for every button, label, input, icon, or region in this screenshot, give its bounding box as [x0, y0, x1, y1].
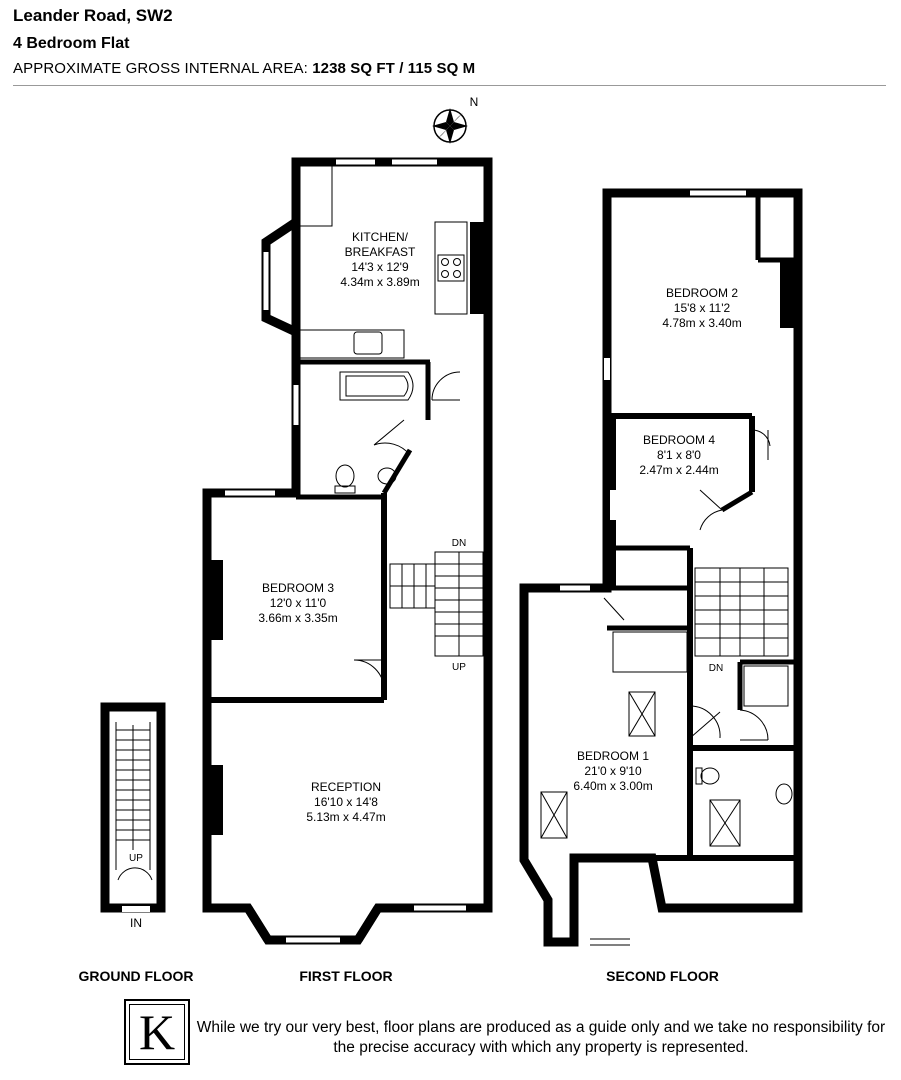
bedroom3-name: BEDROOM 3 [262, 581, 334, 595]
second-floor-plan [519, 188, 803, 947]
ground-entrance-label: IN [130, 916, 142, 930]
header-divider [13, 85, 886, 86]
bedroom1-name: BEDROOM 1 [577, 749, 649, 763]
disclaimer-text: While we try our very best, floor plans … [196, 1019, 886, 1056]
bedroom3-metric: 3.66m x 3.35m [258, 611, 337, 625]
second-stairs-down-label: DN [709, 663, 723, 674]
agency-logo: K [124, 999, 190, 1065]
bedroom2-name: BEDROOM 2 [666, 286, 738, 300]
bedroom1-imperial: 21'0 x 9'10 [584, 764, 642, 778]
kitchen-name-line1: KITCHEN/ [352, 230, 409, 244]
gross-area-label: APPROXIMATE GROSS INTERNAL AREA: [13, 60, 308, 77]
kitchen-name-line2: BREAKFAST [345, 245, 416, 259]
gross-area: APPROXIMATE GROSS INTERNAL AREA: 1238 SQ… [13, 60, 475, 77]
bedroom4-name: BEDROOM 4 [643, 433, 715, 447]
ground-floor-label: GROUND FLOOR [78, 968, 194, 984]
ground-floor-plan [100, 702, 166, 913]
bedroom2-imperial: 15'8 x 11'2 [674, 301, 731, 315]
reception-name: RECEPTION [311, 780, 381, 794]
logo-letter: K [129, 1004, 185, 1060]
kitchen-imperial: 14'3 x 12'9 [351, 260, 409, 274]
compass-icon [432, 108, 468, 144]
bedroom2-metric: 4.78m x 3.40m [662, 316, 741, 330]
bedroom4-imperial: 8'1 x 8'0 [657, 448, 701, 462]
property-subtitle: 4 Bedroom Flat [13, 35, 130, 52]
reception-imperial: 16'10 x 14'8 [314, 795, 378, 809]
kitchen-metric: 4.34m x 3.89m [340, 275, 419, 289]
first-stairs-down-label: DN [452, 538, 466, 549]
compass-north-label: N [470, 95, 479, 109]
bedroom4-metric: 2.47m x 2.44m [639, 463, 718, 477]
ground-stairs-up-label: UP [129, 853, 143, 864]
reception-metric: 5.13m x 4.47m [306, 810, 385, 824]
second-floor-label: SECOND FLOOR [606, 968, 719, 984]
bedroom3-imperial: 12'0 x 11'0 [270, 596, 327, 610]
property-title: Leander Road, SW2 [13, 6, 173, 25]
gross-area-value: 1238 SQ FT / 115 SQ M [312, 60, 476, 77]
first-stairs-up-label: UP [452, 662, 466, 673]
bedroom1-metric: 6.40m x 3.00m [573, 779, 652, 793]
first-floor-label: FIRST FLOOR [299, 968, 393, 984]
first-floor-plan [202, 157, 493, 945]
